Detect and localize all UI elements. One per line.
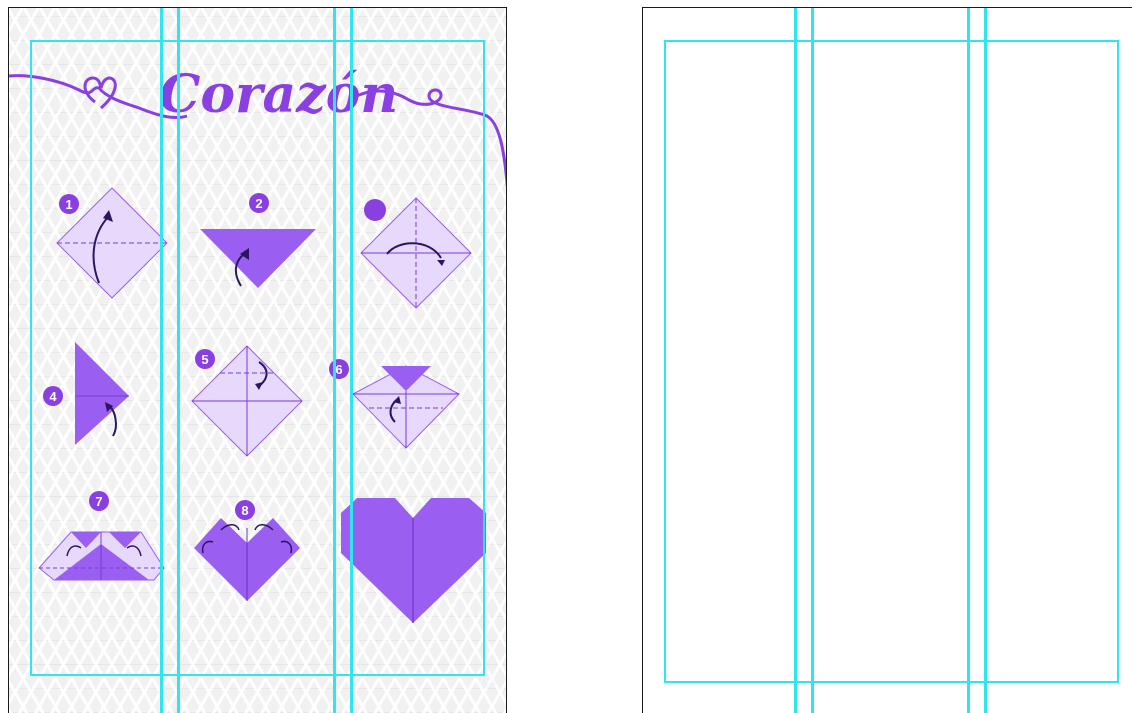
- column-guide-right-4: [984, 8, 987, 713]
- margin-guide-box-right: [664, 40, 1119, 683]
- margin-guide-box: [30, 40, 485, 676]
- column-guide-2: [177, 8, 180, 713]
- page-left: Corazón 1 2: [8, 7, 507, 713]
- column-guide-right-1: [794, 8, 797, 713]
- column-guide-right-3: [967, 8, 970, 713]
- column-guide-4: [350, 8, 353, 713]
- column-guide-1: [160, 8, 163, 713]
- column-guide-right-2: [811, 8, 814, 713]
- column-guide-3: [333, 8, 336, 713]
- page-right: [642, 7, 1132, 713]
